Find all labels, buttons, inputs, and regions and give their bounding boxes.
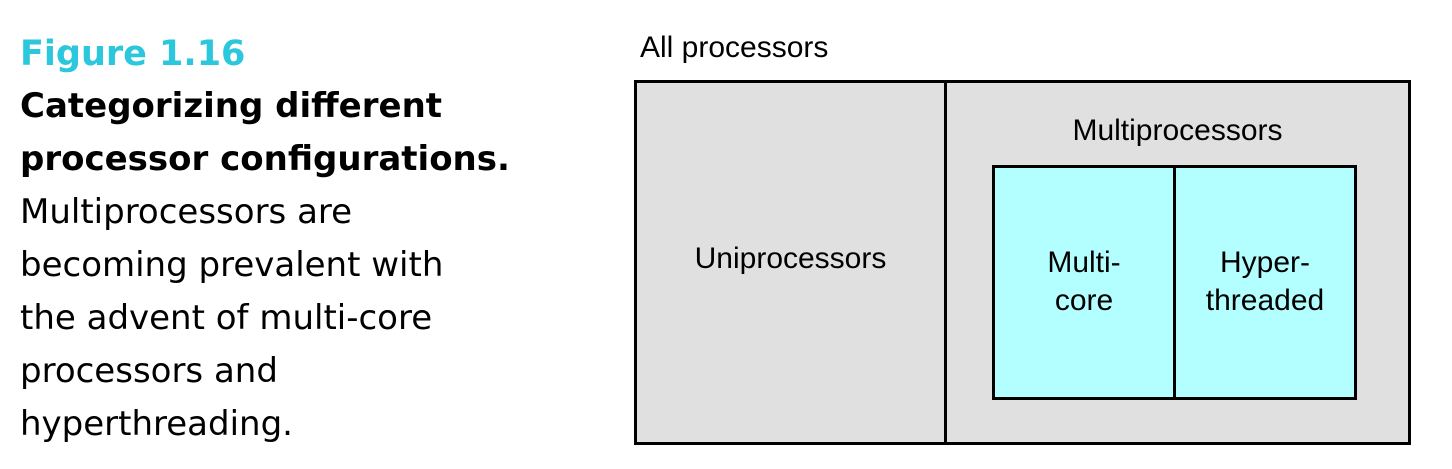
uni-multi-divider [944, 83, 947, 442]
uniprocessors-label: Uniprocessors [694, 242, 887, 275]
multicore-hyperthreaded-divider [1173, 168, 1176, 397]
hyperthreaded-label-line1: Hyper- [1219, 246, 1310, 279]
hyperthreaded-label-line2: threaded [1205, 284, 1325, 317]
figure-title: Categorizing different processor configu… [20, 86, 510, 179]
multicore-cell: Multi- core [995, 244, 1173, 320]
all-processors-label: All processors [640, 31, 829, 64]
multiprocessor-types-box: Multi- core Hyper- threaded [992, 165, 1357, 400]
figure-description: Multiprocessors are becoming prevalent w… [20, 192, 444, 444]
figure-caption: Figure 1.16 Categorizing different proce… [20, 28, 540, 451]
multiprocessors-label: Multiprocessors [1072, 114, 1283, 147]
all-processors-box: Uniprocessors Multiprocessors Multi- cor… [634, 80, 1411, 445]
hyperthreaded-cell: Hyper- threaded [1176, 244, 1354, 320]
multicore-label-line2: core [1054, 284, 1114, 317]
multicore-label-line1: Multi- [1047, 246, 1121, 279]
figure-number: Figure 1.16 [20, 34, 246, 74]
